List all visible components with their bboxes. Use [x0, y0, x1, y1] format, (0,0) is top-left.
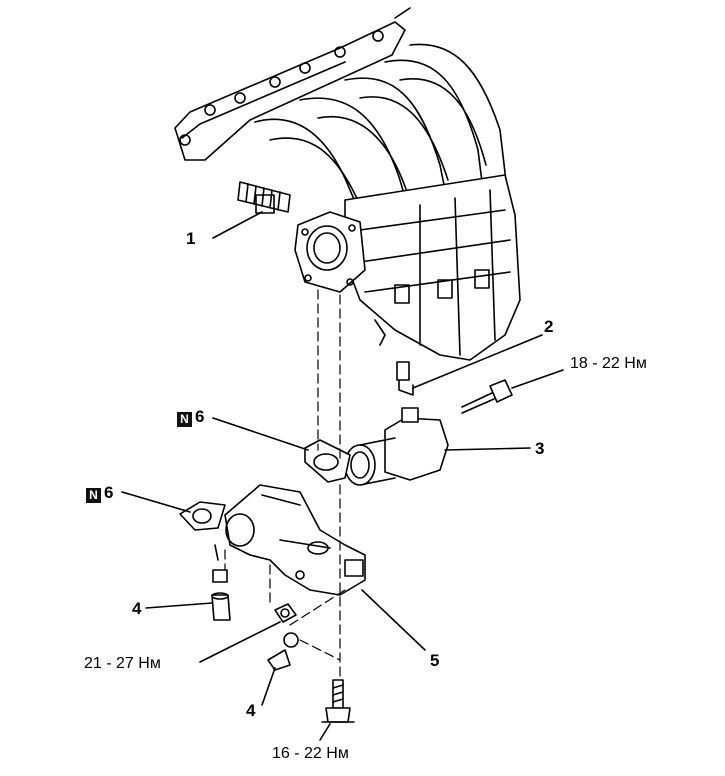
gasket-upper [212, 417, 351, 483]
torque-bolt-top: 18 - 22 Нм [570, 355, 647, 372]
new-part-badge: N [177, 412, 192, 427]
bolt-top [461, 369, 564, 414]
intake-manifold [174, 7, 521, 361]
torque-bolt-bottom: 16 - 22 Нм [272, 745, 349, 762]
callout-4-lower: 4 [246, 701, 256, 720]
callout-3: 3 [535, 439, 545, 458]
bolt-bottom [319, 679, 355, 741]
torque-nut: 21 - 27 Нм [84, 655, 161, 672]
part-4-upper [145, 569, 231, 621]
gasket-left [121, 491, 226, 531]
callout-2: 2 [544, 317, 554, 336]
callout-4-upper: 4 [132, 599, 142, 618]
assembly-lines [224, 289, 346, 681]
part-2-sensor [396, 334, 543, 396]
part-3-housing [344, 407, 531, 486]
callout-6-left-number: 6 [104, 483, 114, 502]
nut [199, 603, 297, 663]
callout-5: 5 [430, 651, 440, 670]
water-outlet-body [214, 484, 366, 596]
part-1-hose [212, 181, 291, 239]
callout-6-upper-number: 6 [195, 407, 205, 426]
part-5-leader [361, 589, 426, 651]
part-4-lower [261, 632, 299, 706]
callout-1: 1 [186, 229, 196, 248]
new-part-badge: N [86, 488, 101, 503]
